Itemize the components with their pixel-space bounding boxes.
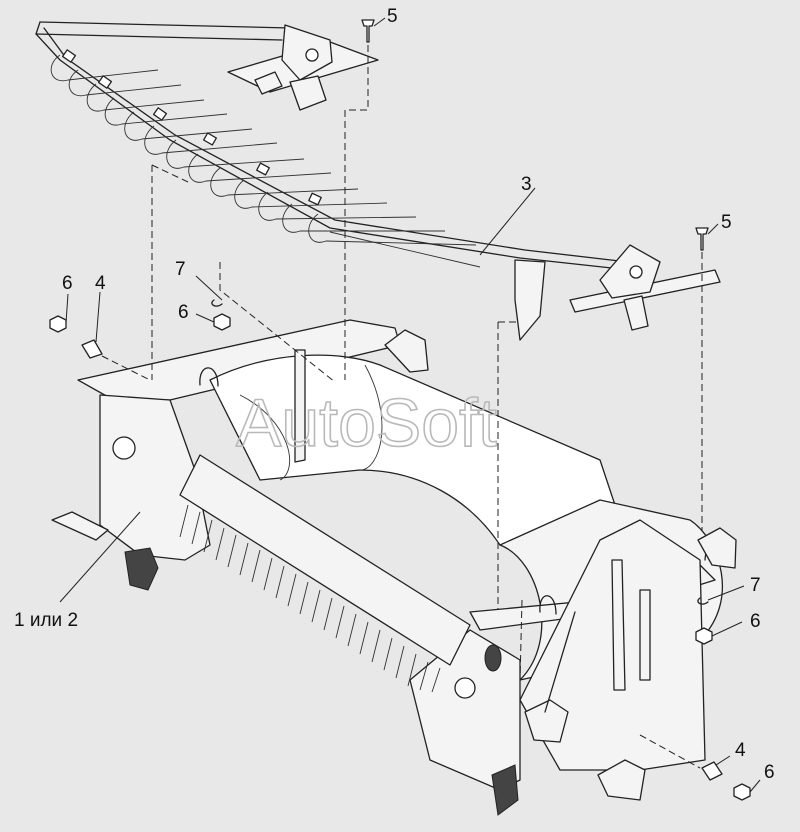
spring-tines [50,54,481,268]
callout-washer-left: 7 [175,259,186,280]
rail-clamps [61,49,322,206]
bolt-top [361,19,375,43]
fasteners [49,19,751,801]
callout-nut-left-mid: 6 [178,302,189,323]
callout-pin-right: 4 [735,740,746,761]
washer-left [211,299,223,307]
callout-washer-right: 7 [750,575,761,596]
watermark: AutoSoft [236,385,497,461]
callout-pin-left: 4 [95,273,106,294]
comb-finger-plate [179,454,471,693]
washer-right [697,597,709,605]
right-mount-bracket [514,244,721,341]
pin-left [81,339,103,359]
rake-frame-assembly [35,21,721,341]
nut-right-mid [695,627,713,645]
assembly-lines [101,45,703,769]
callout-nut-left-top: 6 [62,273,73,294]
callout-rake-frame: 3 [521,174,532,195]
nut-left-mid [213,313,231,331]
callout-bolt-top: 5 [387,6,398,27]
nut-left-top [49,315,67,333]
nut-right-bottom [733,783,751,801]
top-mount-bracket [227,24,379,111]
callout-labels: 5 5 3 6 4 7 6 7 6 4 6 1 или 2 [14,6,775,783]
housing-assembly [51,319,737,816]
comb-fingers [179,504,441,693]
callout-housing: 1 или 2 [14,610,78,631]
callout-nut-right-mid: 6 [750,611,761,632]
callout-nut-right-bottom: 6 [764,762,775,783]
bolt-right [695,227,709,251]
leader-lines [59,17,761,793]
pin-right [701,761,723,781]
callout-bolt-right: 5 [721,212,732,233]
